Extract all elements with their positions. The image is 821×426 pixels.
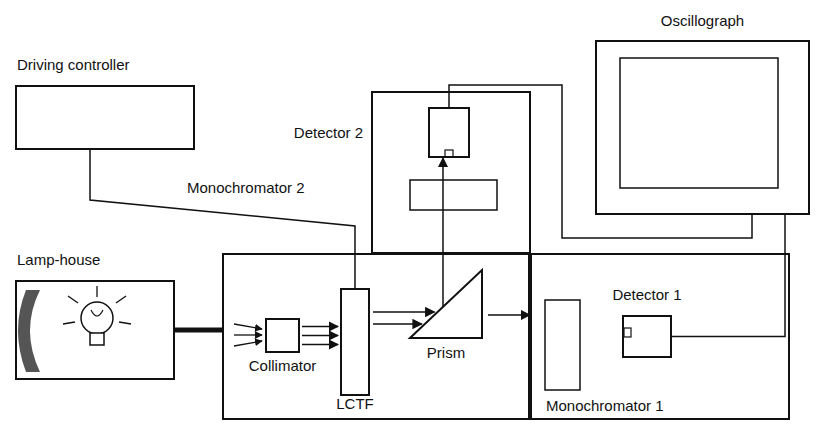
collimator-box: Collimator xyxy=(265,318,300,353)
node-label: LCTF xyxy=(336,395,374,412)
connector-line xyxy=(672,215,785,337)
detector-box: Detector 2 xyxy=(428,107,470,158)
node-label: Oscillograph xyxy=(661,12,744,29)
connector-line xyxy=(302,326,338,328)
upper-housing xyxy=(372,92,530,253)
connector-line xyxy=(373,311,435,313)
node-label: Lamp-house xyxy=(17,251,100,268)
node-label: Prism xyxy=(427,344,465,361)
wire xyxy=(672,215,785,337)
detector-window xyxy=(624,328,631,337)
node-label: Monochromator 1 xyxy=(546,397,664,414)
screen xyxy=(620,58,778,188)
wire xyxy=(449,85,752,238)
connector-line xyxy=(302,335,338,337)
monochromator-housing: Monochromator 2CollimatorLCTFPrism xyxy=(222,253,530,420)
prism-outline xyxy=(410,270,482,338)
lctf-filter: LCTF xyxy=(340,288,370,396)
connector-line xyxy=(449,85,752,238)
prism: Prism xyxy=(410,270,482,338)
light-rays xyxy=(63,286,131,324)
grating-block xyxy=(410,180,497,210)
lamp-house-box: Lamp-house xyxy=(15,280,175,380)
filament xyxy=(91,310,103,316)
connector-line xyxy=(488,314,530,316)
connector-line xyxy=(175,328,222,333)
wire xyxy=(175,330,222,331)
light-arrow xyxy=(443,158,444,307)
bulb-base xyxy=(90,333,104,345)
prism-shape xyxy=(410,270,482,338)
monochromator-housing: Monochromator 1 Detector 1 xyxy=(530,253,790,420)
node-label: Collimator xyxy=(249,357,317,374)
input-rays xyxy=(234,324,262,346)
node-label: Driving controller xyxy=(17,56,130,73)
light-arrow xyxy=(302,327,338,345)
detector-window xyxy=(445,150,453,157)
oscillograph-box: Oscillograph xyxy=(595,40,810,215)
light-arrow xyxy=(488,315,530,316)
connector-line xyxy=(373,323,422,325)
node-label: Detector 2 xyxy=(294,124,363,141)
connector-line xyxy=(442,158,444,307)
grating-block xyxy=(545,300,580,390)
bulb xyxy=(81,302,113,334)
node-label: Detector 1 xyxy=(612,286,681,303)
node-label: Monochromator 2 xyxy=(187,179,305,196)
reflector xyxy=(18,290,40,372)
detector-box: Detector 1 xyxy=(622,315,672,358)
controller-box: Driving controller xyxy=(15,85,195,150)
connector-line xyxy=(302,344,338,346)
